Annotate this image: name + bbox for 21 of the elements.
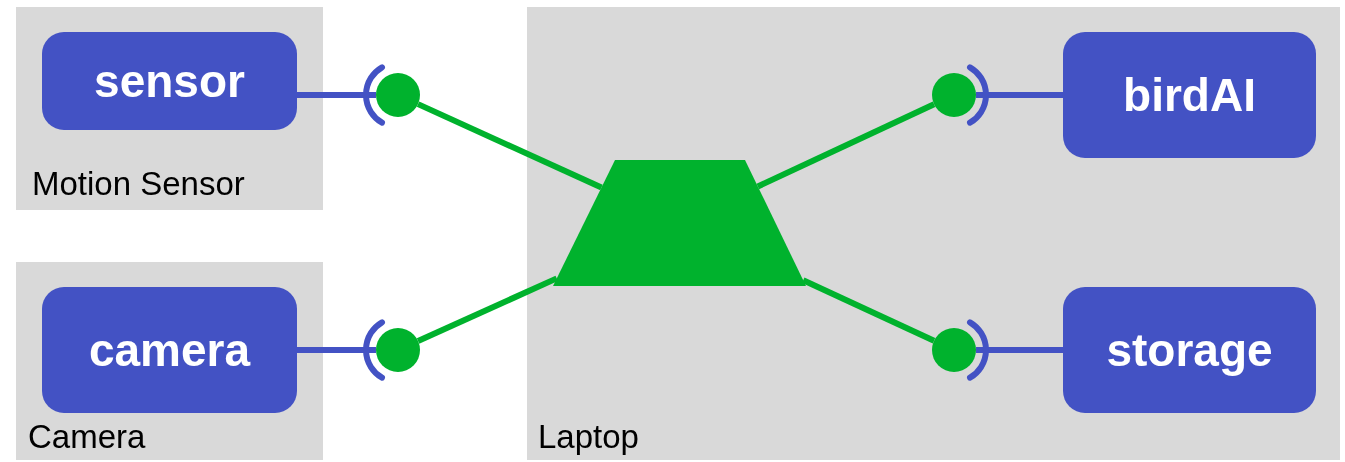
socket-connector (297, 64, 385, 126)
connector-line (801, 277, 936, 344)
component-box (1063, 287, 1316, 413)
device-panel (527, 7, 1340, 460)
socket-connector (297, 319, 385, 381)
component-label: sensor (94, 58, 245, 104)
component-box (42, 32, 297, 130)
component-label: birdAI (1123, 72, 1256, 118)
device-panel (16, 262, 323, 460)
component-box (42, 287, 297, 413)
device-label: Camera (28, 420, 146, 453)
socket-connector (967, 64, 1063, 126)
component-label: camera (88, 327, 251, 373)
connector-line (756, 101, 936, 190)
device-panel (16, 7, 323, 210)
device-label: Motion Sensor (32, 167, 245, 200)
socket-connector (967, 319, 1063, 381)
connector-line (416, 275, 558, 344)
component-box (1063, 32, 1316, 158)
connector-line (416, 101, 603, 191)
device-label: Laptop (538, 420, 639, 453)
